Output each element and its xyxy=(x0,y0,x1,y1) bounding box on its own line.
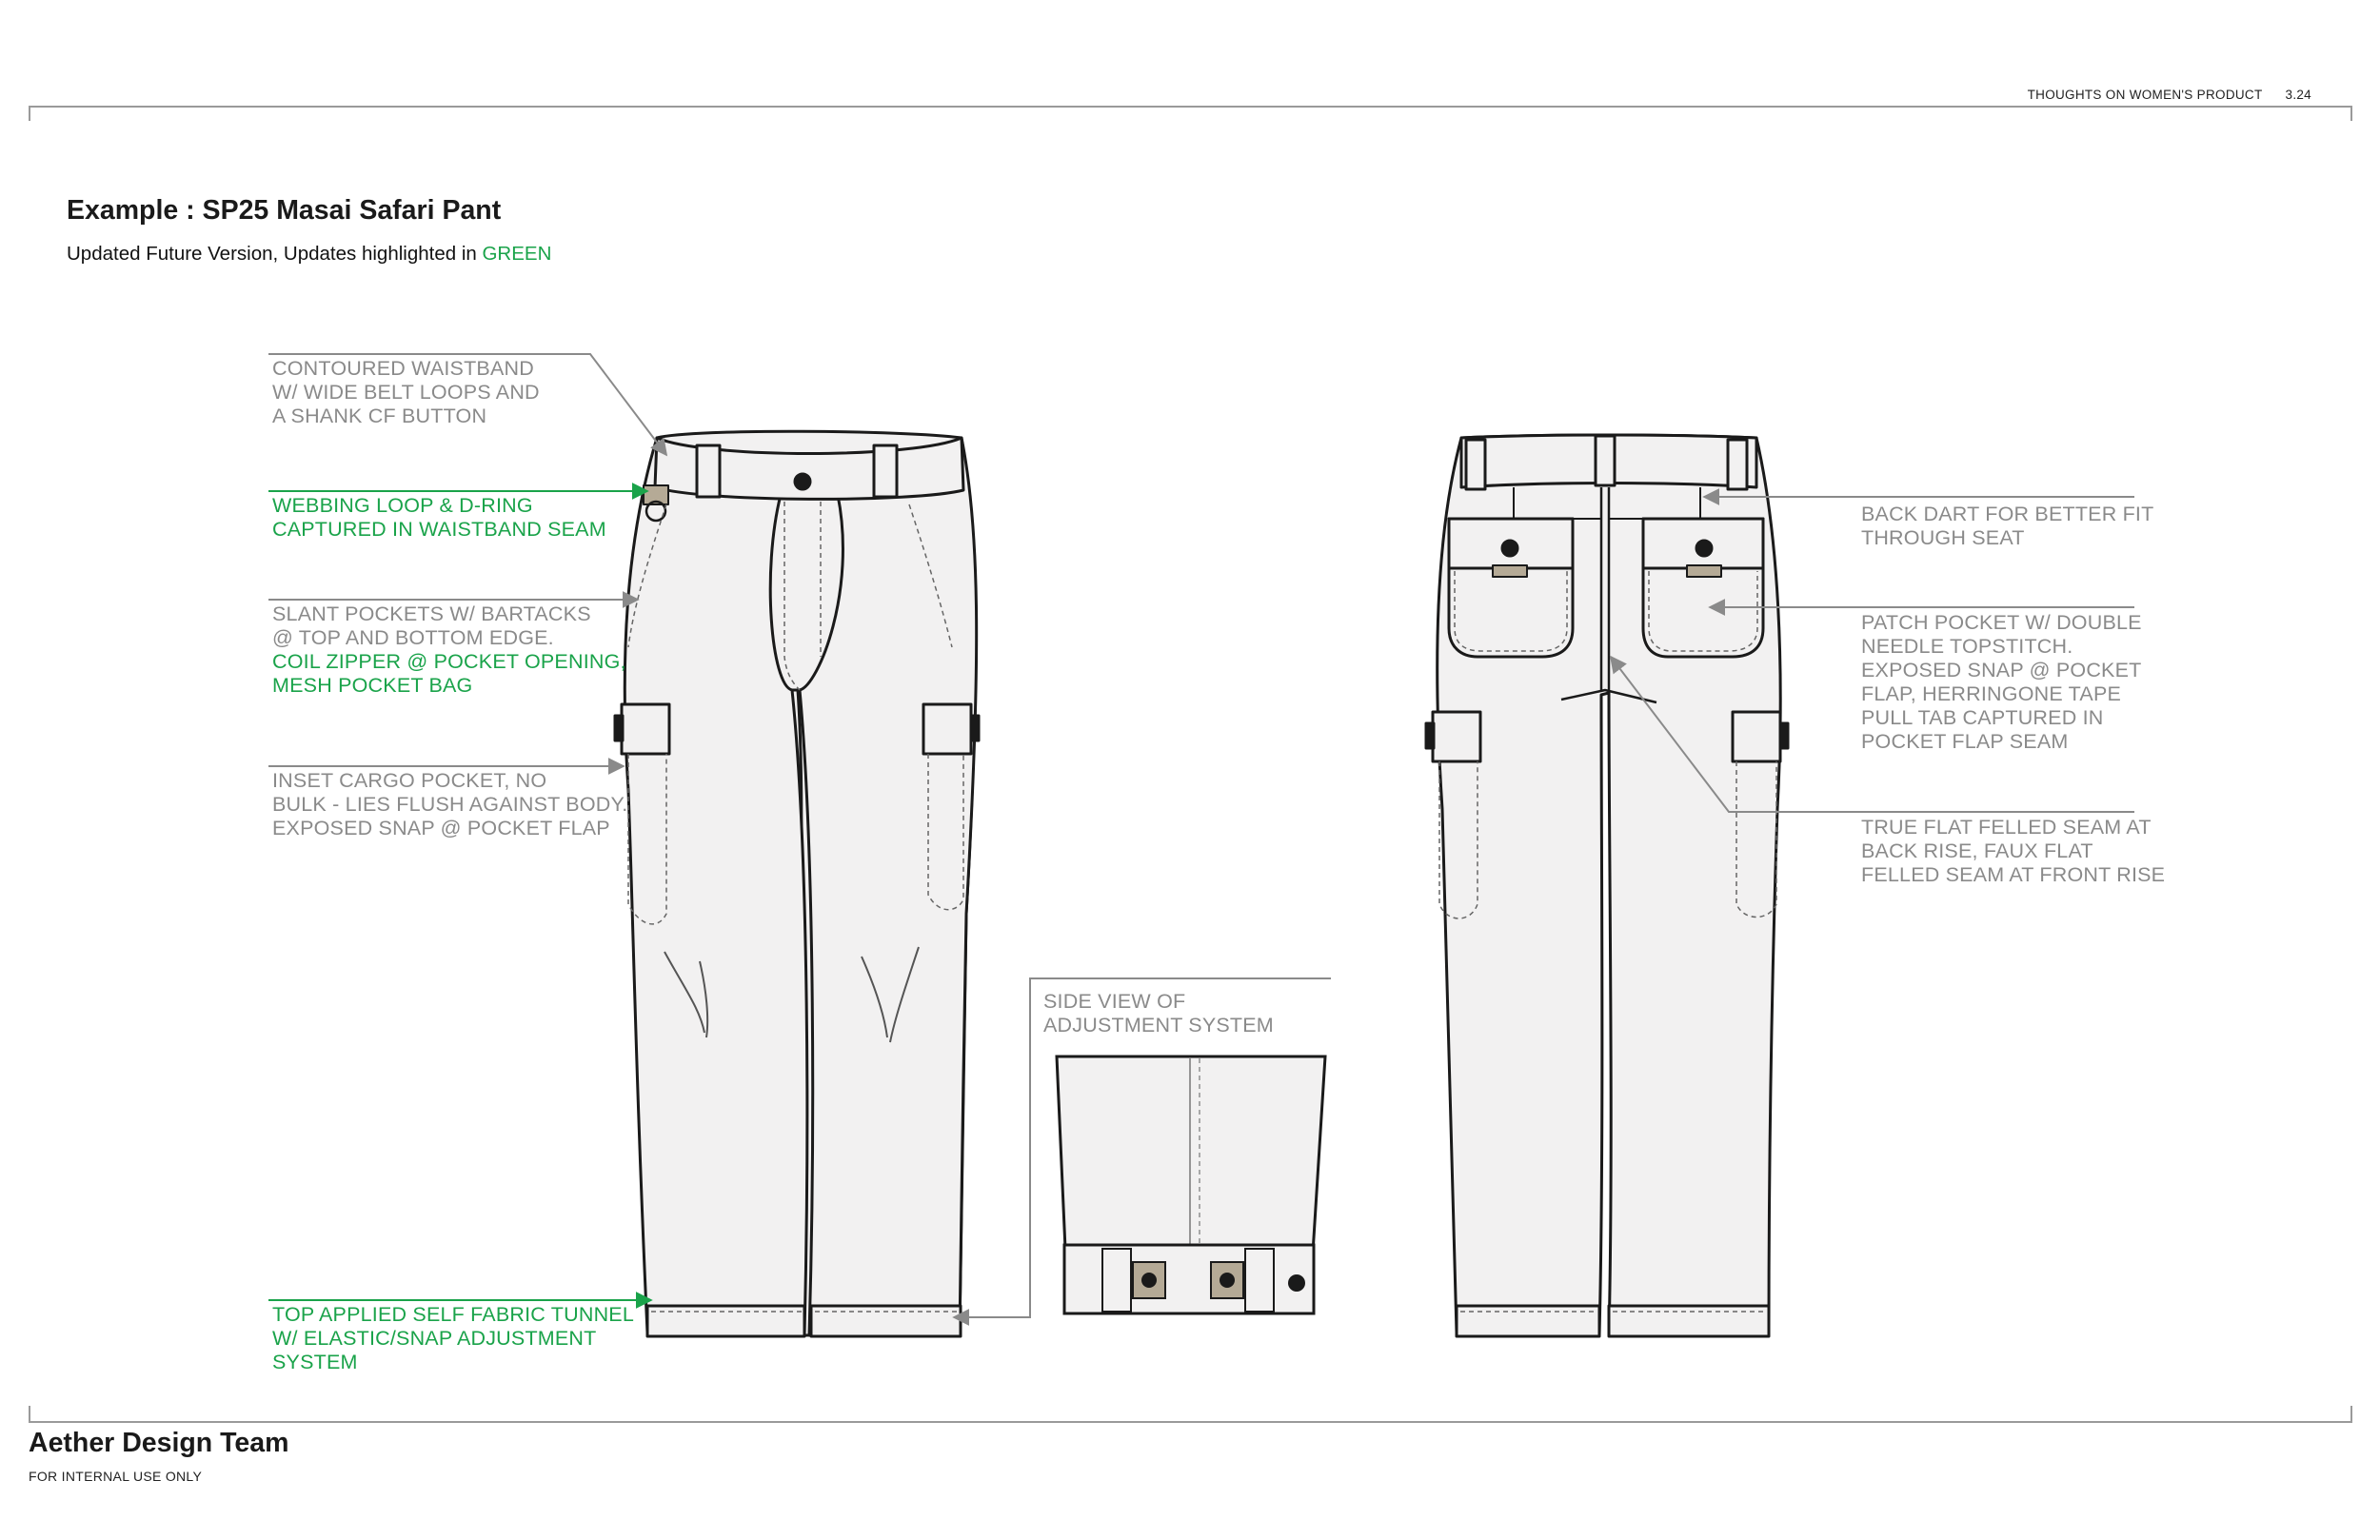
callout-back-dart: BACK DART FOR BETTER FIT THROUGH SEAT xyxy=(1861,503,2154,549)
top-rule-left-tick xyxy=(29,106,30,121)
back-cargo-flap-left xyxy=(1431,710,1482,763)
back-snap-right xyxy=(1695,539,1714,558)
leader-side-view xyxy=(952,977,1331,1326)
back-cargo-flap-right xyxy=(1731,710,1782,763)
subtitle-text: Updated Future Version, Updates highligh… xyxy=(67,243,483,265)
front-cargo-tab-left xyxy=(613,714,625,742)
callout-patch-pocket: PATCH POCKET W/ DOUBLE NEEDLE TOPSTITCH.… xyxy=(1861,611,2142,753)
leader-waistband xyxy=(268,353,668,457)
back-pull-tab-right xyxy=(1686,564,1722,578)
leader-felled-seam xyxy=(1609,655,2134,813)
bottom-rule-left-tick xyxy=(29,1406,30,1421)
back-stitch-details xyxy=(1438,571,1777,1313)
back-left-leg xyxy=(1436,433,1782,1337)
back-belt-loop-1 xyxy=(1464,438,1487,491)
top-rule xyxy=(29,106,2352,108)
callout-dring: WEBBING LOOP & D-RING CAPTURED IN WAISTB… xyxy=(272,494,606,541)
front-hem-cuff-left xyxy=(645,1304,806,1338)
page-number: 3.24 xyxy=(2285,88,2311,102)
callout-tunnel: TOP APPLIED SELF FABRIC TUNNEL W/ ELASTI… xyxy=(272,1303,634,1373)
back-seat-seam xyxy=(1560,487,1657,704)
front-belt-loop-right xyxy=(872,444,899,499)
side-view-cuff xyxy=(1055,1055,1327,1315)
front-knee-darts xyxy=(664,946,920,1043)
callout-slant-pockets: SLANT POCKETS W/ BARTACKS @ TOP AND BOTT… xyxy=(272,602,626,697)
back-belt-loop-3 xyxy=(1726,438,1749,491)
side-view-snap-exposed xyxy=(1288,1274,1305,1292)
side-view-tab-left xyxy=(1101,1248,1132,1313)
callout-cargo: INSET CARGO POCKET, NO BULK - LIES FLUSH… xyxy=(272,769,628,839)
front-view-pant xyxy=(613,429,981,1338)
footer-note: FOR INTERNAL USE ONLY xyxy=(29,1469,203,1484)
top-rule-right-tick xyxy=(2350,106,2352,121)
front-cargo-flap-right xyxy=(922,702,973,756)
callout-leaders xyxy=(268,353,2134,1326)
bottom-rule-right-tick xyxy=(2350,1406,2352,1421)
callout-side-view: SIDE VIEW OF ADJUSTMENT SYSTEM xyxy=(1043,990,1274,1037)
subtitle-highlight: GREEN xyxy=(482,243,552,265)
page-subtitle: Updated Future Version, Updates highligh… xyxy=(67,243,551,266)
back-pull-tab-left xyxy=(1492,564,1528,578)
front-stitch-details xyxy=(627,502,964,1313)
callout-felled-seam: TRUE FLAT FELLED SEAM AT BACK RISE, FAUX… xyxy=(1861,816,2166,886)
back-hem-cuff-left xyxy=(1455,1304,1601,1338)
front-cargo-flap-left xyxy=(620,702,671,756)
document-header: THOUGHTS ON WOMEN'S PRODUCT 3.24 xyxy=(2005,88,2311,102)
front-dring xyxy=(645,500,667,523)
back-view-pant xyxy=(1424,433,1790,1338)
front-belt-loop-left xyxy=(695,444,722,499)
side-view-tab-right xyxy=(1244,1248,1275,1313)
back-hem-cuff-right xyxy=(1607,1304,1771,1338)
back-belt-loop-2 xyxy=(1594,434,1616,487)
document-title: THOUGHTS ON WOMEN'S PRODUCT xyxy=(2027,88,2263,102)
back-cargo-tab-left xyxy=(1424,721,1436,750)
callout-waistband: CONTOURED WAISTBAND W/ WIDE BELT LOOPS A… xyxy=(272,357,540,427)
side-view-snap-right xyxy=(1210,1261,1244,1299)
front-cargo-tab-right xyxy=(969,714,981,742)
front-shank-button xyxy=(793,472,812,491)
front-hem-cuff-right xyxy=(809,1304,962,1338)
footer-team-name: Aether Design Team xyxy=(29,1428,289,1458)
page-title: Example : SP25 Masai Safari Pant xyxy=(67,195,502,226)
back-cargo-tab-right xyxy=(1778,721,1790,750)
bottom-rule xyxy=(29,1421,2352,1423)
back-snap-left xyxy=(1500,539,1519,558)
